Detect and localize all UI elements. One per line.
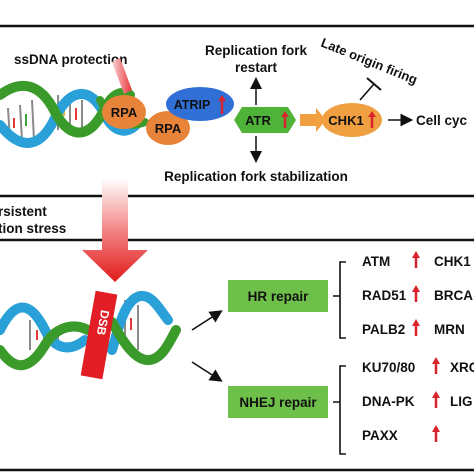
hr-repair-label: HR repair [248, 289, 310, 304]
hr-gene-1-up-arrow [412, 251, 420, 268]
atr-up-arrowhead [281, 111, 289, 117]
nhej-gene-2-up-arrow [432, 391, 440, 408]
ssdna-protection-label: ssDNA protection [14, 52, 128, 67]
nhej-gene-3-up-arrow [432, 425, 440, 442]
inhibition-line [359, 83, 375, 101]
atrip-oval [166, 87, 234, 121]
arrow-to-nhej [191, 361, 223, 382]
hr-gene-2: RAD51 [362, 288, 407, 303]
hr-repair-box [228, 280, 328, 312]
nhej-repair-box [228, 386, 328, 418]
nhej-gene-1: KU70/80 [362, 360, 415, 375]
persistent-label-line1: rsistent [0, 204, 47, 219]
nhej-gene-1-partner: XRC [450, 360, 474, 375]
hr-gene-2-partner: BRCA [434, 288, 473, 303]
nhej-gene-2: DNA-PK [362, 394, 415, 409]
nhej-gene-1-up-arrow [432, 357, 440, 374]
nhej-bracket [333, 365, 346, 455]
hr-gene-1: ATM [362, 254, 390, 269]
ssdna-pointer [112, 58, 132, 94]
hr-gene-3-up-arrow [412, 319, 420, 336]
chk1-up-arrowhead [368, 111, 376, 117]
atr-hexagon [234, 107, 296, 133]
atrip-label: ATRIP [174, 98, 211, 112]
rpa-oval-2 [146, 111, 190, 145]
rpa-oval-1 [102, 95, 146, 129]
fork-stabilization-label: Replication fork stabilization [164, 169, 348, 184]
hr-gene-3-partner: MRN [434, 322, 465, 337]
dsb-bar [80, 290, 118, 380]
rpa-label-2: RPA [155, 121, 182, 136]
atr-to-chk1-arrow [300, 108, 326, 132]
chk1-label: CHK1 [328, 113, 363, 128]
hr-gene-3: PALB2 [362, 322, 405, 337]
arrow-to-hr [191, 310, 223, 331]
dna-helix-bottom [0, 290, 181, 371]
nhej-gene-3: PAXX [362, 428, 398, 443]
inhibition-bar [366, 77, 382, 91]
nhej-repair-label: NHEJ repair [239, 395, 317, 410]
gene-up-arrows [412, 251, 440, 442]
nhej-gene-2-partner: LIG [450, 394, 473, 409]
persistent-label-line2: tion stress [0, 221, 66, 236]
fork-restart-line1: Replication fork [205, 43, 308, 58]
hr-bracket [333, 261, 346, 339]
atrip-up-arrowhead [218, 95, 226, 101]
cell-cycle-label: Cell cyc [416, 113, 468, 128]
big-down-arrow [82, 178, 148, 282]
rpa-label-1: RPA [111, 105, 138, 120]
fork-restart-line2: restart [235, 60, 278, 75]
dsb-label: DSB [94, 309, 112, 337]
chk1-oval [322, 103, 382, 137]
hr-gene-2-up-arrow [412, 285, 420, 302]
hr-gene-1-partner: CHK1 [434, 254, 471, 269]
atr-label: ATR [245, 113, 271, 128]
